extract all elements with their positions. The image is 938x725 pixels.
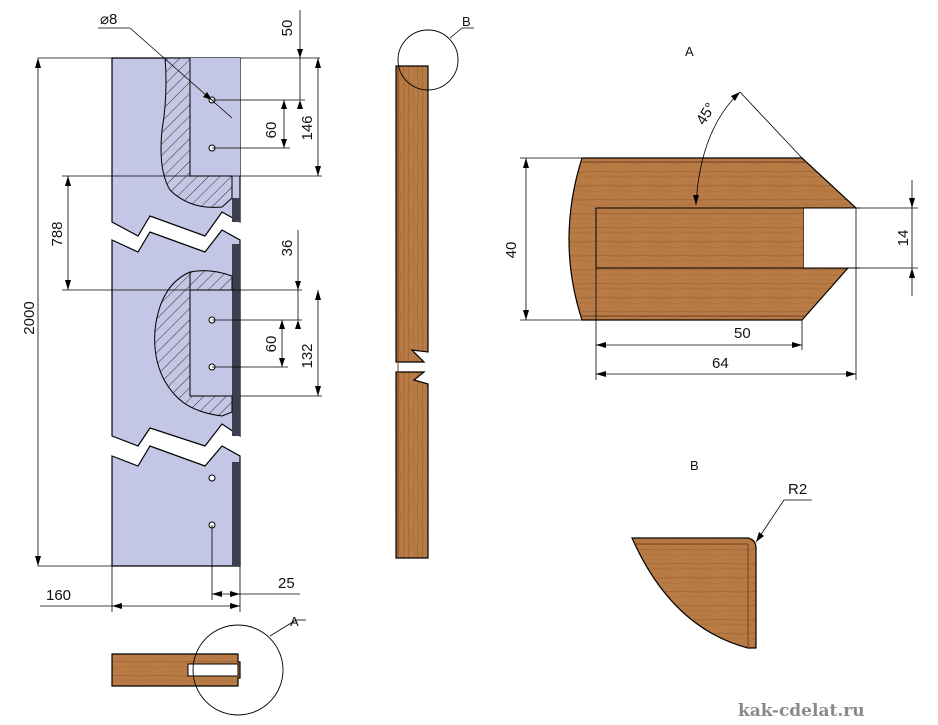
dim-thickness: 40 — [503, 242, 520, 259]
panel-edge-mid — [232, 244, 240, 436]
dim-second-offset: 36 — [279, 240, 296, 257]
dim-top-offset: 50 — [279, 20, 296, 37]
callout-circle-b — [397, 29, 459, 91]
panel-section-strip: A — [111, 614, 306, 716]
dim-total-length: 2000 — [21, 301, 38, 334]
dim-overall-depth: 64 — [712, 355, 729, 372]
dim-slot-top-length: 146 — [299, 115, 316, 140]
panel-front-view — [111, 57, 241, 567]
dim-angle: 45° — [693, 100, 719, 128]
panel-edge-top — [232, 198, 240, 222]
dim-edge-offset: 25 — [278, 575, 295, 592]
detail-a-title: A — [685, 44, 694, 59]
dim-hole-spacing-mid: 60 — [263, 336, 280, 353]
callout-circle-a — [192, 624, 284, 716]
dim-width: 160 — [46, 587, 71, 604]
side-board: B — [395, 14, 474, 559]
panel-segment-bottom — [111, 445, 241, 567]
dim-slot-depth: 50 — [734, 325, 751, 342]
detail-b: B R2 — [631, 458, 812, 649]
dim-hole-spacing-top: 60 — [263, 122, 280, 139]
panel-dimensions: 2000 788 50 60 146 ⌀8 36 — [21, 10, 322, 612]
dim-slot-mid-length: 132 — [299, 343, 316, 368]
watermark: kak-cdelat.ru — [738, 701, 865, 721]
dim-radius: R2 — [788, 481, 807, 498]
groove-hatch-mid — [154, 271, 233, 417]
hole-5 — [208, 474, 216, 482]
dim-slot-width: 14 — [895, 230, 912, 247]
detail-a: A 45° 40 14 50 64 — [503, 44, 918, 380]
callout-label-b: B — [462, 14, 471, 29]
callout-label-a: A — [290, 614, 299, 629]
dim-middle-spacing: 788 — [49, 221, 66, 246]
dim-hole-diameter: ⌀8 — [100, 11, 117, 28]
panel-edge-bottom — [232, 462, 240, 566]
groove-hatch-top — [160, 57, 233, 208]
detail-b-title: B — [690, 458, 699, 473]
